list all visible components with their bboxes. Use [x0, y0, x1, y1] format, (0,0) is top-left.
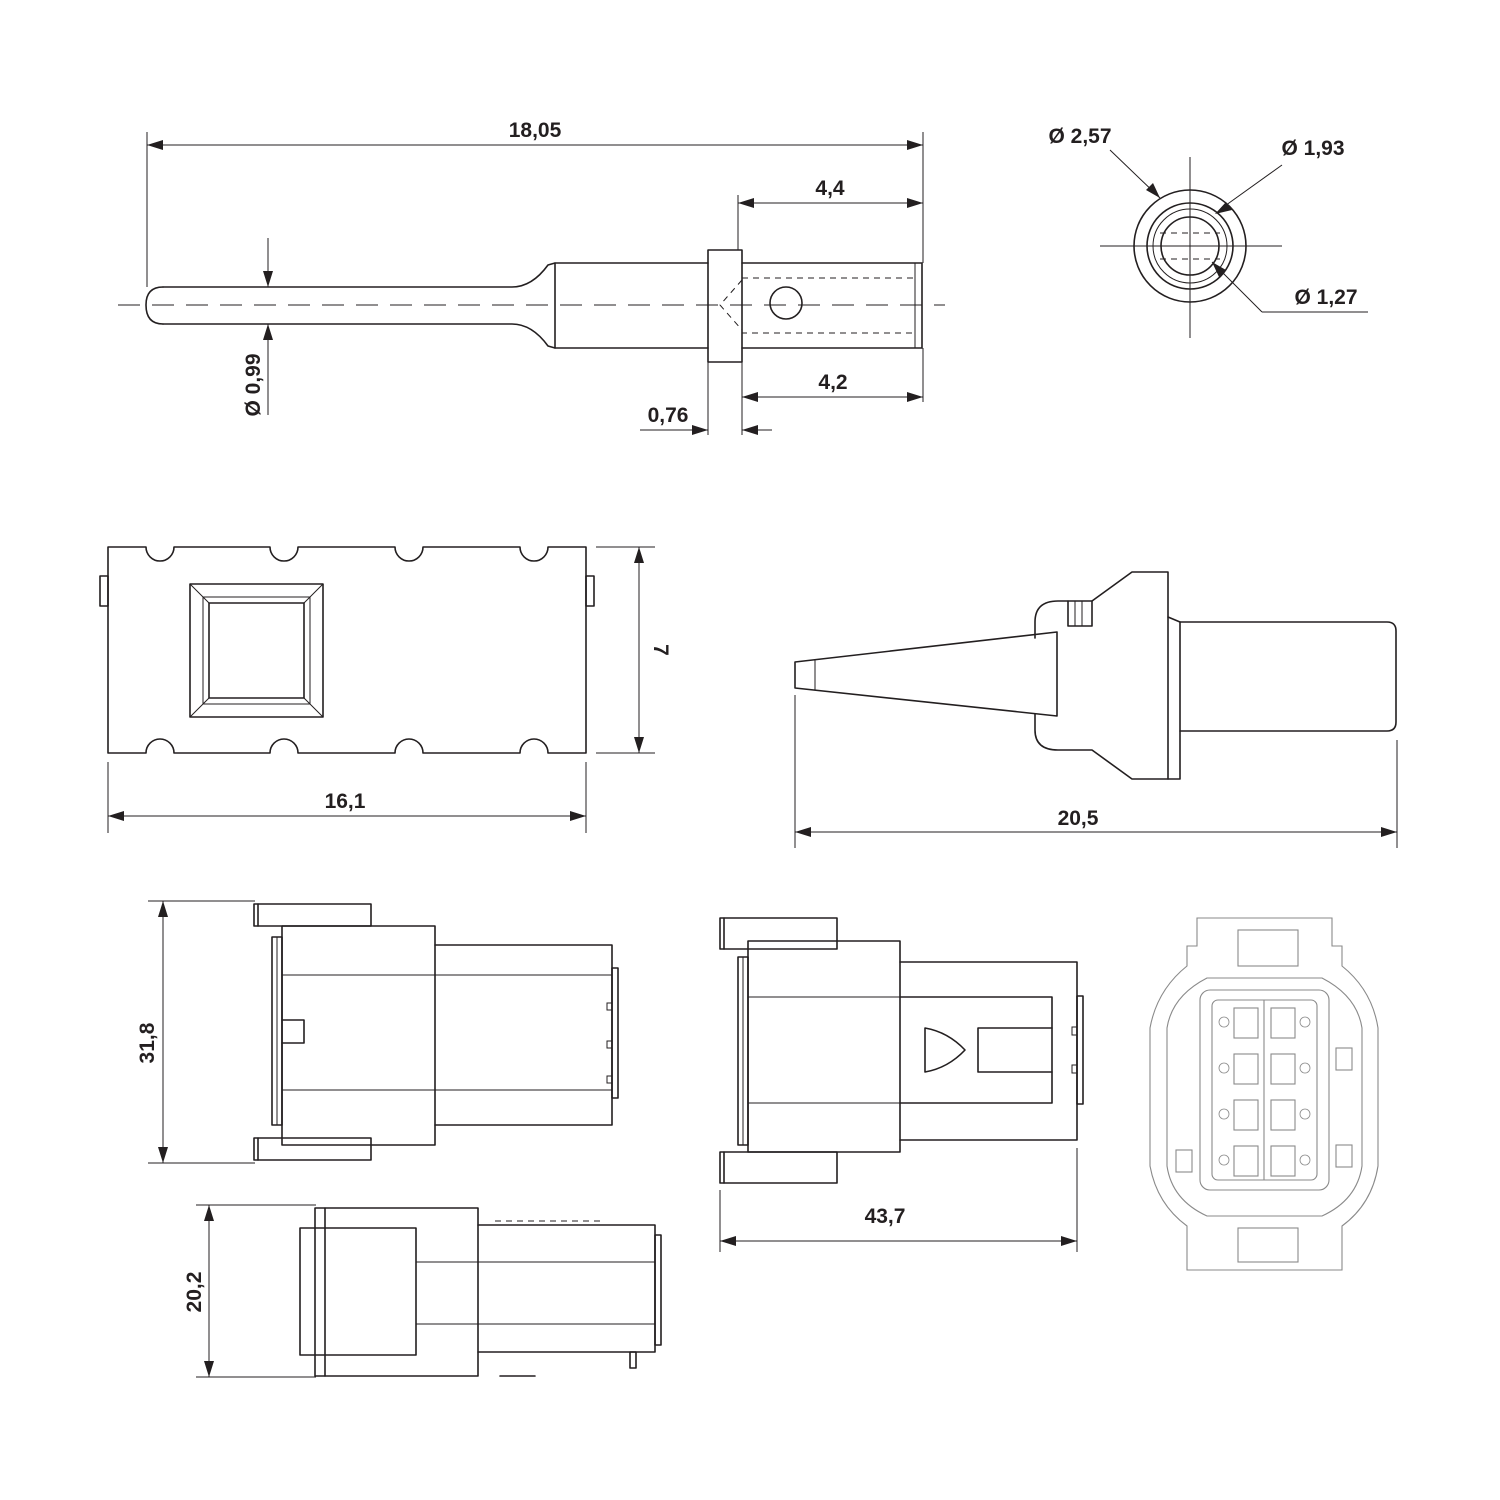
housing-top-dimensions: 31,8	[136, 900, 255, 1164]
housing-bottom-dimensions: 20,2	[183, 1204, 316, 1378]
housing-bottom-view	[299, 1207, 662, 1377]
dim-barrel-length: 4,4	[815, 177, 845, 200]
wedge-side-view	[794, 571, 1397, 780]
dim-inner-diameter: Ø 1,27	[1294, 286, 1357, 309]
dim-overall-length: 18,05	[509, 119, 562, 142]
dim-collar-thickness: 0,76	[648, 404, 689, 427]
housing-side-dimensions: 43,7	[719, 1148, 1078, 1252]
dim-wedge-width: 16,1	[325, 790, 366, 813]
pin-end-view: Ø 2,57 Ø 1,93 Ø 1,27	[1048, 125, 1368, 338]
dim-wedge-length: 20,5	[1058, 807, 1099, 830]
wedge-front-dimensions: 16,1 7	[107, 546, 672, 833]
pin-side-view	[118, 249, 945, 363]
housing-side-view	[719, 917, 1084, 1184]
dim-wedge-height: 7	[649, 644, 672, 656]
dim-outer-diameter: Ø 2,57	[1048, 125, 1111, 148]
dim-mid-diameter: Ø 1,93	[1281, 137, 1344, 160]
dim-pin-diameter: Ø 0,99	[242, 353, 265, 416]
housing-front-face	[1149, 917, 1379, 1271]
dim-housing-height: 31,8	[136, 1022, 159, 1063]
dim-housing-length: 43,7	[865, 1205, 906, 1228]
wedge-side-dimensions: 20,5	[794, 695, 1398, 848]
dim-housing-bottom-height: 20,2	[183, 1272, 206, 1313]
dim-collar-offset: 4,2	[818, 371, 847, 394]
wedge-front-view	[99, 546, 595, 754]
pin-dimensions: 18,05 4,4 4,2 0,76 Ø 0,99	[146, 119, 924, 435]
housing-top-view	[253, 903, 619, 1161]
